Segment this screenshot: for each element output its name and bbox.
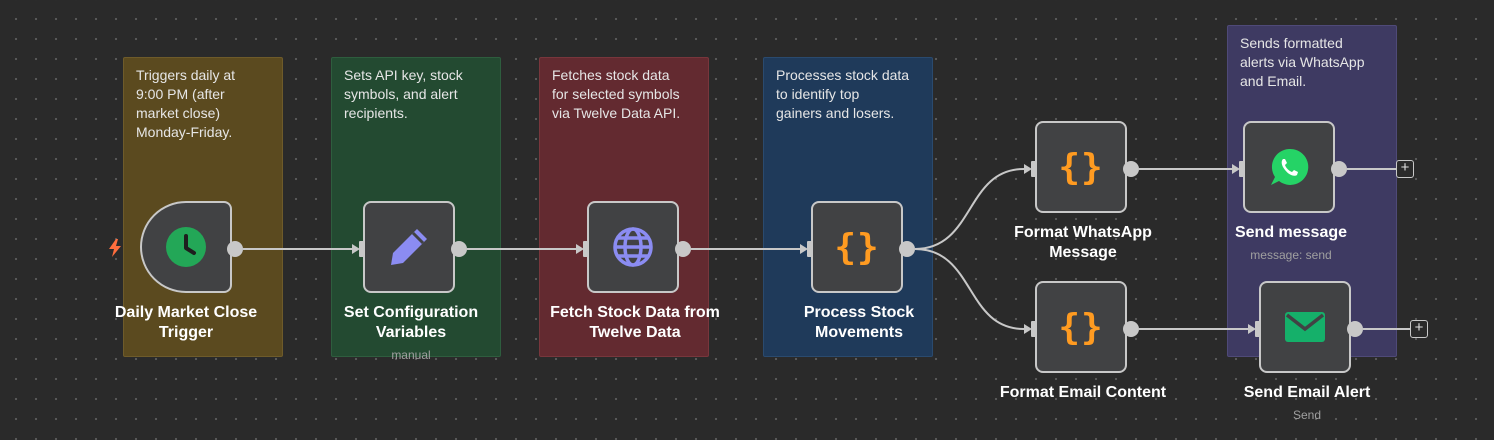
node-format-email-content[interactable]: {} (1035, 281, 1127, 373)
pencil-icon (387, 225, 431, 269)
node-label-line: Send message (1234, 224, 1348, 241)
arrowhead (800, 244, 808, 254)
node-label-line: Twelve Data (589, 324, 681, 341)
node-label: Format Email Content (983, 383, 1183, 403)
sticky-note-line: symbols, and alert (344, 86, 458, 102)
output-port[interactable] (899, 241, 915, 257)
sticky-note-line: gainers and losers. (776, 105, 895, 121)
node-label-line: Set Configuration (343, 304, 479, 321)
arrowhead (576, 244, 584, 254)
mail-icon (1283, 310, 1327, 344)
sticky-note-line: for selected symbols (552, 86, 680, 102)
connection-process-to-format-whatsapp (914, 168, 1025, 250)
node-set-configuration-variables[interactable] (363, 201, 455, 293)
output-port[interactable] (675, 241, 691, 257)
sticky-note-line: Fetches stock data (552, 67, 670, 83)
arrowhead (1024, 164, 1032, 174)
node-process-stock-movements[interactable]: {} (811, 201, 903, 293)
sticky-note-line: market close) (136, 105, 221, 121)
output-port[interactable] (1347, 321, 1363, 337)
node-subtitle: Send (1292, 408, 1322, 422)
node-label: Set Configuration Variables (311, 303, 511, 343)
node-label-line: Fetch Stock Data from (550, 304, 720, 321)
globe-icon (611, 225, 655, 269)
sticky-note-line: alerts via WhatsApp (1240, 54, 1365, 70)
sticky-note-line: to identify top (776, 86, 860, 102)
sticky-note-line: Monday-Friday. (136, 124, 233, 140)
output-port[interactable] (227, 241, 243, 257)
node-format-whatsapp-message[interactable]: {} (1035, 121, 1127, 213)
sticky-note-line: Sends formatted (1240, 35, 1343, 51)
node-label: Format WhatsApp Message (983, 223, 1183, 263)
add-node-button[interactable]: + (1410, 320, 1428, 338)
node-label-line: Send Email Alert (1243, 384, 1371, 401)
code-braces-icon: {} (1058, 306, 1104, 348)
sticky-note-line: Sets API key, stock (344, 67, 463, 83)
trigger-bolt-icon (109, 239, 121, 257)
node-daily-market-close-trigger[interactable] (140, 201, 232, 293)
output-port[interactable] (1331, 161, 1347, 177)
arrowhead (1024, 324, 1032, 334)
node-subtitle: message: send (1250, 248, 1332, 262)
node-label: Send message (1191, 223, 1391, 243)
node-label-line: Format WhatsApp (1014, 224, 1152, 241)
output-port[interactable] (1123, 321, 1139, 337)
code-braces-icon: {} (834, 226, 880, 268)
node-label-line: Trigger (158, 324, 214, 341)
node-fetch-stock-data[interactable] (587, 201, 679, 293)
code-braces-icon: {} (1058, 146, 1104, 188)
whatsapp-icon (1269, 147, 1309, 187)
node-label-line: Daily Market Close (114, 304, 258, 321)
connection-process-to-format-email (914, 248, 1025, 330)
node-label-line: Variables (375, 324, 447, 341)
node-label: Fetch Stock Data from Twelve Data (535, 303, 735, 343)
node-send-message[interactable] (1243, 121, 1335, 213)
clock-icon (165, 226, 207, 268)
output-port[interactable] (451, 241, 467, 257)
node-label-line: Format Email Content (999, 384, 1167, 401)
node-label: Send Email Alert (1207, 383, 1407, 403)
arrowhead (1232, 164, 1240, 174)
node-label-line: Message (1049, 244, 1117, 261)
sticky-note-line: and Email. (1240, 73, 1307, 89)
sticky-note-line: via Twelve Data API. (552, 105, 681, 121)
sticky-note-line: Triggers daily at (136, 67, 236, 83)
arrowhead (352, 244, 360, 254)
node-label-line: Movements (814, 324, 904, 341)
sticky-note-line: recipients. (344, 105, 408, 121)
sticky-note-line: 9:00 PM (after (136, 86, 225, 102)
node-label: Daily Market Close Trigger (86, 303, 286, 343)
node-label: Process Stock Movements (759, 303, 959, 343)
node-subtitle: manual (391, 348, 431, 362)
arrowhead (1248, 324, 1256, 334)
node-label-line: Process Stock (803, 304, 915, 321)
sticky-note-trigger[interactable]: Triggers daily at 9:00 PM (after market … (123, 57, 283, 357)
sticky-note-line: Processes stock data (776, 67, 910, 83)
add-node-button[interactable]: + (1396, 160, 1414, 178)
node-send-email-alert[interactable] (1259, 281, 1351, 373)
output-port[interactable] (1123, 161, 1139, 177)
